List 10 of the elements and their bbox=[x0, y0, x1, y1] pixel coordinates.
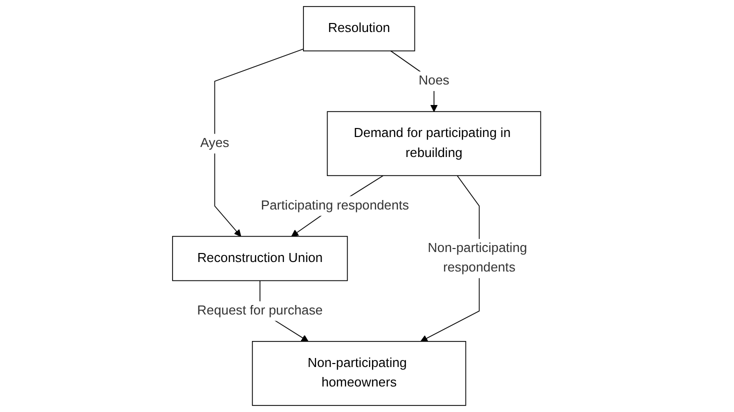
node-box: Demand for participating in rebuilding bbox=[326, 111, 542, 176]
edge-label: Request for purchase bbox=[197, 304, 323, 318]
edge-label: Participating respondents bbox=[260, 198, 410, 213]
edge-label: Non-participating respondents bbox=[428, 241, 528, 275]
edge-label: Ayes bbox=[200, 136, 230, 150]
node-box: Resolution bbox=[303, 6, 416, 52]
edge-label: Noes bbox=[418, 74, 450, 88]
node-box: Non-participating homeowners bbox=[252, 341, 466, 406]
arrow bbox=[214, 48, 304, 237]
node-box: Reconstruction Union bbox=[172, 236, 348, 282]
